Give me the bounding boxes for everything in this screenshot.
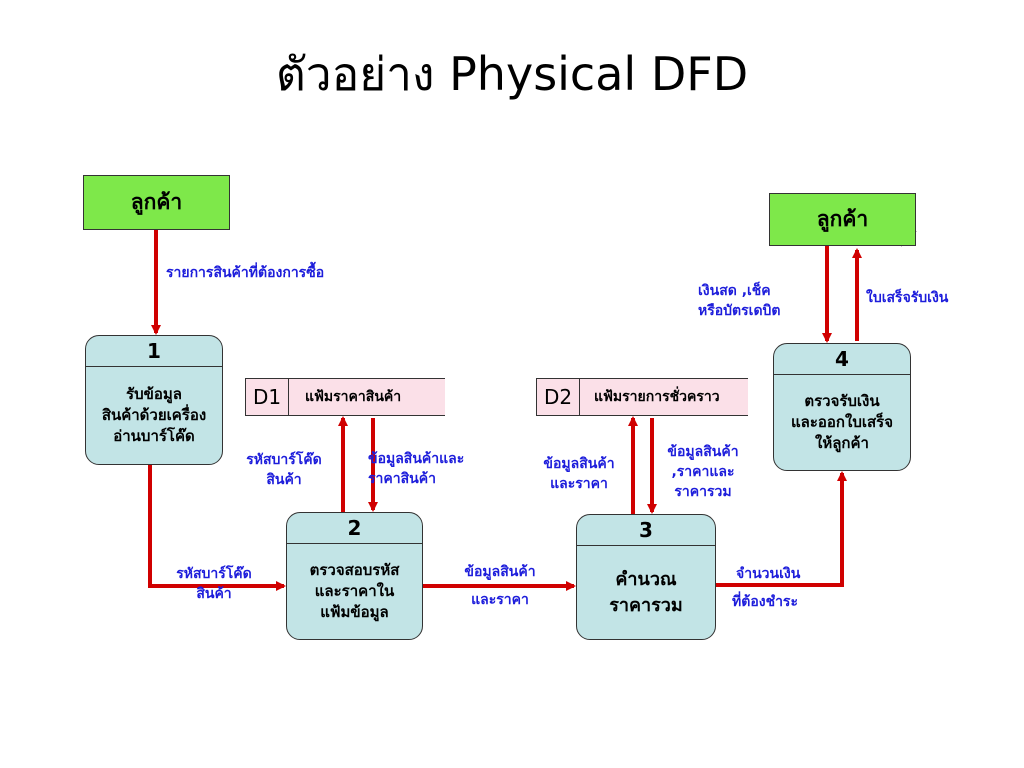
process-4-text: ตรวจรับเงิน และออกใบเสร็จ ให้ลูกค้า (774, 375, 910, 470)
process-2-line-2: และราคาใน (314, 582, 395, 600)
process-2-text: ตรวจสอบรหัส และราคาใน แฟ้มข้อมูล (287, 544, 422, 639)
process-3-text: คำนวณ ราคารวม (577, 546, 715, 639)
flow-label-p2-to-p3: ข้อมูลสินค้า และราคา (440, 558, 560, 614)
process-1-number: 1 (86, 336, 222, 367)
flow-label-p3-to-p4: จำนวนเงิน ที่ต้องชำระ (732, 560, 800, 616)
process-4: 4 ตรวจรับเงิน และออกใบเสร็จ ให้ลูกค้า (773, 343, 911, 471)
process-3: 3 คำนวณ ราคารวม (576, 514, 716, 640)
data-store-d2-name: แฟ้มรายการชั่วคราว (594, 389, 720, 405)
flow-label-payment-line-2: หรือบัตรเดบิต (698, 303, 781, 319)
process-3-line-1: คำนวณ (615, 568, 677, 590)
flow-label-payment: เงินสด ,เช็ค หรือบัตรเดบิต (698, 281, 781, 321)
arrow-p3-to-p4 (716, 471, 847, 587)
flow-label-p2-to-p3-line-1: ข้อมูลสินค้า (464, 564, 536, 580)
flow-label-receipt: ใบเสร็จรับเงิน (866, 290, 949, 306)
data-store-d2-id: D2 (537, 379, 580, 415)
flow-label-d2-to-p3-line-3: ราคารวม (674, 484, 732, 500)
flow-label-d1-to-p2-line-1: ข้อมูลสินค้าและ (368, 451, 465, 467)
process-3-line-2: ราคารวม (609, 594, 683, 616)
flow-label-d1-to-p2-line-2: ราคาสินค้า (368, 471, 436, 487)
external-customer-left: ลูกค้า (83, 175, 230, 230)
flow-label-payment-line-1: เงินสด ,เช็ค (698, 283, 771, 299)
flow-label-p3-to-d2-line-2: และราคา (550, 476, 608, 492)
process-1-line-1: รับข้อมูล (126, 385, 182, 403)
process-3-number: 3 (577, 515, 715, 546)
data-store-d1-name: แฟ้มราคาสินค้า (305, 389, 402, 405)
flow-label-p3-to-p4-line-2: ที่ต้องชำระ (732, 594, 798, 610)
flow-label-order-items: รายการสินค้าที่ต้องการซื้อ (166, 265, 325, 281)
external-customer-right: ลูกค้า (769, 193, 916, 246)
process-1: 1 รับข้อมูล สินค้าด้วยเครื่อง อ่านบาร์โค… (85, 335, 223, 465)
process-4-number: 4 (774, 344, 910, 375)
flow-label-barcode-to-d1-line-2: สินค้า (266, 472, 302, 488)
flow-label-p2-to-p3-line-2: และราคา (471, 592, 529, 608)
process-2-line-1: ตรวจสอบรหัส (309, 561, 400, 579)
arrow-p1-to-p2 (148, 465, 286, 591)
process-2: 2 ตรวจสอบรหัส และราคาใน แฟ้มข้อมูล (286, 512, 423, 640)
process-2-line-3: แฟ้มข้อมูล (320, 603, 389, 621)
flow-label-barcode-to-p2: รหัสบาร์โค๊ด สินค้า (155, 564, 273, 604)
process-1-text: รับข้อมูล สินค้าด้วยเครื่อง อ่านบาร์โค๊ด (86, 367, 222, 464)
flow-label-d1-to-p2: ข้อมูลสินค้าและ ราคาสินค้า (368, 449, 464, 489)
process-1-line-2: สินค้าด้วยเครื่อง (101, 406, 207, 424)
flow-label-barcode-to-p2-line-1: รหัสบาร์โค๊ด (176, 566, 252, 582)
process-1-line-3: อ่านบาร์โค๊ด (113, 427, 195, 445)
process-4-line-3: ให้ลูกค้า (815, 434, 869, 452)
flow-label-p3-to-d2-line-1: ข้อมูลสินค้า (543, 456, 615, 472)
flow-label-barcode-to-p2-line-2: สินค้า (196, 586, 232, 602)
external-customer-right-label: ลูกค้า (816, 207, 869, 231)
process-4-line-1: ตรวจรับเงิน (804, 392, 880, 410)
process-4-line-2: และออกใบเสร็จ (791, 413, 893, 431)
data-store-d2: D2 แฟ้มรายการชั่วคราว (536, 378, 748, 416)
page-title: ตัวอย่าง Physical DFD (275, 47, 749, 101)
flow-label-p3-to-p4-line-1: จำนวนเงิน (736, 566, 801, 582)
flow-label-d2-to-p3-line-2: ,ราคาและ (671, 464, 735, 480)
flow-label-d2-to-p3: ข้อมูลสินค้า ,ราคาและ ราคารวม (648, 442, 758, 502)
flow-label-barcode-to-d1-line-1: รหัสบาร์โค๊ด (246, 452, 322, 468)
flow-label-d2-to-p3-line-1: ข้อมูลสินค้า (667, 444, 739, 460)
flow-label-barcode-to-d1: รหัสบาร์โค๊ด สินค้า (226, 450, 342, 490)
flow-label-p3-to-d2: ข้อมูลสินค้า และราคา (524, 454, 634, 494)
data-store-d1: D1 แฟ้มราคาสินค้า (245, 378, 445, 416)
process-2-number: 2 (287, 513, 422, 544)
external-customer-left-label: ลูกค้า (130, 190, 183, 214)
data-store-d1-id: D1 (246, 379, 289, 415)
